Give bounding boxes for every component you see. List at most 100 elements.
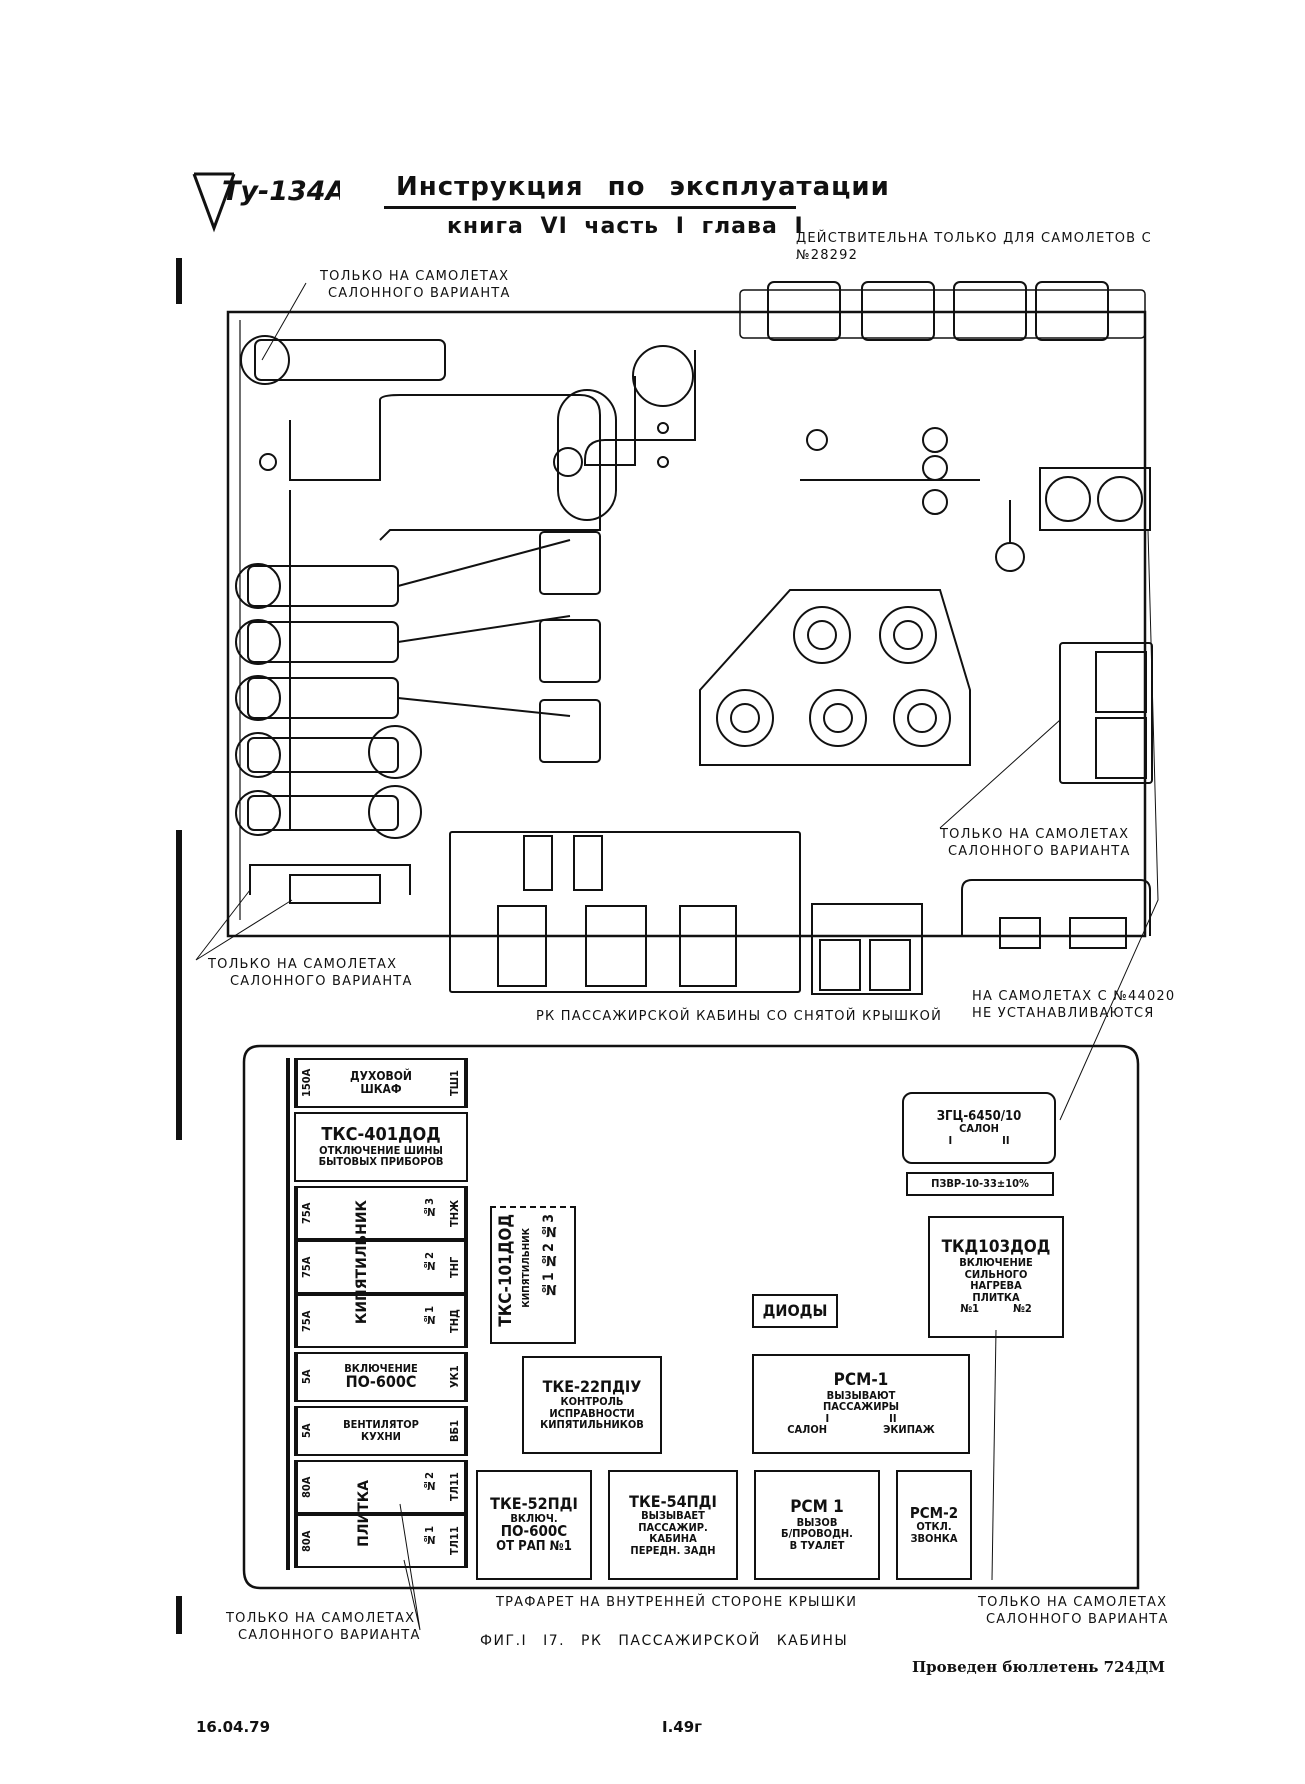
name-po600-line1: ВКЛЮЧЕНИЕ (344, 1361, 418, 1375)
code-stove-1: ТЛ11 (446, 1516, 466, 1566)
rsm1a-num-2: II (889, 1411, 897, 1425)
note-top-left-line2: САЛОННОГО ВАРИАНТА (328, 286, 511, 301)
tu134-logo: Ту-134А (192, 172, 340, 233)
name-fan-line1: ВЕНТИЛЯТОР (343, 1418, 419, 1432)
fuse-row-stove-1: 80А №1 ТЛ11 (294, 1514, 468, 1568)
footer-date: 16.04.79 (196, 1718, 271, 1736)
zgts-title: ЗГЦ-6450/10 (936, 1108, 1022, 1124)
tks401-title: ТКС-401ДОД (321, 1124, 441, 1145)
name-fan-line2: КУХНИ (361, 1430, 401, 1443)
note-bottom-left-line1: ТОЛЬКО НА САМОЛЕТАХ (208, 957, 398, 972)
rating-stove-2: 80А (296, 1462, 316, 1512)
rsm1b-line4: В ТУАЛЕТ (789, 1538, 845, 1552)
rsm2-line2: ОТКЛ. (916, 1520, 952, 1534)
rating-boiler-3: 75А (296, 1188, 316, 1238)
tke54-title: ТКЕ-54ПДI (629, 1491, 717, 1511)
relay-tke22: ТКЕ-22ПДIУ КОНТРОЛЬ ИСПРАВНОСТИ КИПЯТИЛЬ… (522, 1356, 662, 1454)
tke54-line2: ВЫЗЫВАЕТ (641, 1509, 705, 1523)
panel-caption: РК ПАССАЖИРСКОЙ КАБИНЫ СО СНЯТОЙ КРЫШКОЙ (536, 1009, 943, 1024)
relay-tke54: ТКЕ-54ПДI ВЫЗЫВАЕТ ПАССАЖИР. КАБИНА ПЕРЕ… (608, 1470, 738, 1580)
relay-tkd103: ТКД103ДОД ВКЛЮЧЕНИЕ СИЛЬНОГО НАГРЕВА ПЛИ… (928, 1216, 1064, 1338)
name-fan: ВЕНТИЛЯТОР КУХНИ (343, 1419, 419, 1442)
name-oven-line1: ДУХОВОЙ (350, 1069, 412, 1084)
diodes-label: ДИОДЫ (752, 1294, 838, 1328)
tke54-line4: КАБИНА (649, 1532, 697, 1546)
code-po600: УК1 (446, 1354, 466, 1400)
rating-boiler-2: 75А (296, 1242, 316, 1292)
tkd103-title: ТКД103ДОД (941, 1237, 1051, 1258)
bottom-note-left-line2: САЛОННОГО ВАРИАНТА (238, 1628, 421, 1643)
tkd103-nums: №1 №2 (960, 1303, 1032, 1315)
pzvr-label: ПЗВР-10-33±10% (906, 1172, 1054, 1196)
rsm1b-line2: ВЫЗОВ (796, 1515, 838, 1529)
fuse-row-fan: 5А ВЕНТИЛЯТОР КУХНИ ВБ1 (294, 1406, 468, 1456)
change-bar-bottom (176, 1596, 182, 1634)
zgts-num-2: II (1002, 1133, 1010, 1147)
figure-caption: ФИГ.I I7. РК ПАССАЖИРСКОЙ КАБИНЫ (480, 1633, 849, 1649)
rsm1a-salon: САЛОН (787, 1423, 828, 1437)
rsm1a-title: РСМ-1 (833, 1369, 889, 1390)
code-boiler-1: ТНД (446, 1296, 466, 1346)
bottom-note-right-line2: САЛОННОГО ВАРИАНТА (986, 1612, 1169, 1627)
code-fan: ВБ1 (446, 1408, 466, 1454)
tke22-line4: КИПЯТИЛЬНИКОВ (540, 1418, 644, 1432)
tke54-line5: ПЕРЕДН. ЗАДН (630, 1543, 716, 1557)
bottom-note-right: ТОЛЬКО НА САМОЛЕТАХ САЛОННОГО ВАРИАНТА (978, 1594, 1218, 1628)
zgts-num-1: I (948, 1133, 953, 1147)
manual-title: Инструкция по эксплуатации (396, 172, 890, 202)
name-po600-line2: ПО-600С (345, 1372, 417, 1392)
rsm2-title: РСМ-2 (909, 1503, 959, 1522)
bottom-note-right-line1: ТОЛЬКО НА САМОЛЕТАХ (978, 1595, 1168, 1610)
code-oven: ТШ1 (446, 1060, 466, 1106)
bottom-note-left-line1: ТОЛЬКО НА САМОЛЕТАХ (226, 1611, 416, 1626)
relay-tks401: ТКС-401ДОД ОТКЛЮЧЕНИЕ ШИНЫ БЫТОВЫХ ПРИБО… (294, 1112, 468, 1182)
note-bottom-right-line1: НА САМОЛЕТАХ С №44020 (972, 989, 1176, 1004)
tke52-line4: ОТ РАП №1 (496, 1539, 572, 1555)
code-boiler-3: ТНЖ (446, 1188, 466, 1238)
tks401-line3: БЫТОВЫХ ПРИБОРОВ (318, 1155, 444, 1169)
note-right-line2: САЛОННОГО ВАРИАНТА (948, 844, 1131, 859)
tks101-line2: КИПЯТИЛЬНИК (521, 1228, 532, 1308)
tkd103-num-2: №2 (1013, 1302, 1032, 1316)
rating-stove-1: 80А (296, 1516, 316, 1566)
validity-note: ДЕЙСТВИТЕЛЬНА ТОЛЬКО ДЛЯ САМОЛЕТОВ С №28… (796, 231, 1152, 263)
title-underline (384, 206, 796, 209)
note-bottom-right-line2: НЕ УСТАНАВЛИВАЮТСЯ (972, 1006, 1155, 1021)
relay-rsm1-toilet: РСМ 1 ВЫЗОВ Б/ПРОВОДН. В ТУАЛЕТ (754, 1470, 880, 1580)
tke22-title: ТКЕ-22ПДIУ (542, 1377, 642, 1397)
rsm1a-nums: I II (825, 1413, 896, 1425)
relay-rsm1-call: РСМ-1 ВЫЗЫВАЮТ ПАССАЖИРЫ I II САЛОН ЭКИП… (752, 1354, 970, 1454)
rating-oven: 150А (296, 1060, 316, 1106)
num-stove-2: №2 (423, 1472, 437, 1492)
name-oven-line2: ШКАФ (360, 1082, 402, 1096)
rsm2-line3: ЗВОНКА (910, 1531, 958, 1545)
rsm1b-line3: Б/ПРОВОДН. (781, 1527, 853, 1541)
fuse-row-boiler-3: 75А №3 ТНЖ (294, 1186, 468, 1240)
rsm1a-num-1: I (825, 1411, 830, 1425)
change-bar-middle (176, 830, 182, 1140)
footer-page: I.49г (662, 1718, 702, 1736)
relay-tks101: ТКС-101ДОД КИПЯТИЛЬНИК №1 №2 №3 (490, 1206, 576, 1344)
fuse-row-oven: 150А ДУХОВОЙ ШКАФ ТШ1 (294, 1058, 468, 1108)
relay-sockets (716, 606, 951, 747)
tkd103-line5: ПЛИТКА (972, 1290, 1020, 1304)
zgts-salon: САЛОН (959, 1122, 999, 1136)
note-right: ТОЛЬКО НА САМОЛЕТАХ САЛОННОГО ВАРИАНТА (940, 826, 1180, 860)
kipyatilnik-label: КИПЯТИЛЬНИК (354, 1200, 370, 1325)
tke52-title: ТКЕ-52ПДI (490, 1494, 578, 1514)
note-bottom-left: ТОЛЬКО НА САМОЛЕТАХ САЛОННОГО ВАРИАНТА (208, 956, 448, 990)
tkd103-line4: НАГРЕВА (970, 1279, 1022, 1293)
rating-fan: 5А (296, 1408, 316, 1454)
code-boiler-2: ТНГ (446, 1242, 466, 1292)
tks101-title: ТКС-101ДОД (496, 1214, 516, 1327)
tke22-line3: ИСПРАВНОСТИ (549, 1406, 635, 1420)
fuse-row-po600: 5А ВКЛЮЧЕНИЕ ПО-600С УК1 (294, 1352, 468, 1402)
note-right-line1: ТОЛЬКО НА САМОЛЕТАХ (940, 827, 1130, 842)
fuse-row-boiler-1: 75А №1 ТНД (294, 1294, 468, 1348)
tke22-line2: КОНТРОЛЬ (560, 1395, 624, 1409)
note-top-left: ТОЛЬКО НА САМОЛЕТАХ САЛОННОГО ВАРИАНТА (320, 268, 560, 302)
tke54-line3: ПАССАЖИР. (638, 1520, 708, 1534)
plitka-label: ПЛИТКА (356, 1480, 372, 1547)
stencil-caption: ТРАФАРЕТ НА ВНУТРЕННЕЙ СТОРОНЕ КРЫШКИ (496, 1595, 858, 1610)
